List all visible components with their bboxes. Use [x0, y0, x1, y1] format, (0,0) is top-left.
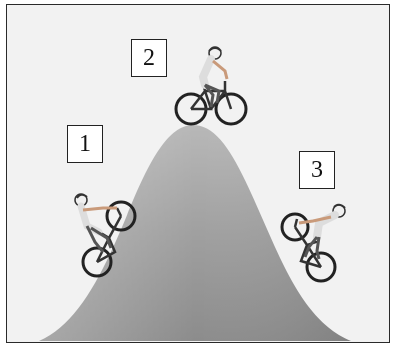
bicycle-icon	[81, 200, 137, 278]
label-position-2: 2	[131, 39, 167, 77]
label-position-1-text: 1	[79, 130, 91, 157]
cyclist-icon	[74, 193, 117, 253]
bicycle-icon	[280, 212, 337, 283]
cyclist-climbing	[74, 193, 137, 278]
cyclist-top	[174, 46, 248, 126]
hill-icon	[39, 125, 351, 341]
label-position-2-text: 2	[143, 44, 155, 71]
cyclist-descending	[280, 203, 346, 283]
label-position-3-text: 3	[311, 156, 323, 183]
diagram-frame: 1 2 3	[6, 4, 390, 343]
label-position-1: 1	[67, 125, 103, 163]
cyclist-icon	[298, 203, 346, 260]
diagram-canvas	[39, 46, 351, 341]
cyclist-icon	[198, 46, 229, 108]
label-position-3: 3	[299, 151, 335, 189]
